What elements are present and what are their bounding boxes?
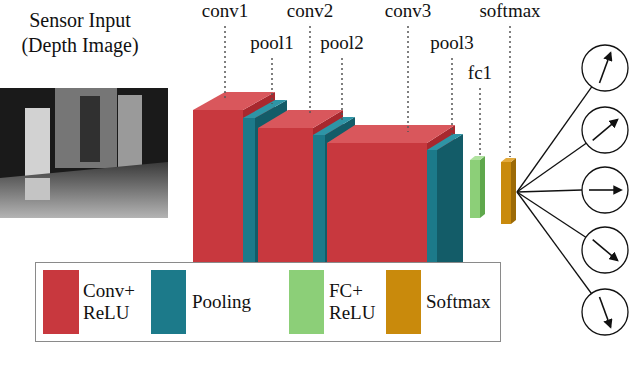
leader-line [509,26,511,157]
output-line [517,87,592,294]
softmax-block [501,162,511,224]
legend-box: Conv+ ReLU Pooling FC+ ReLU Softmax [35,262,501,342]
softmax-block [501,158,516,162]
fc-block [470,160,480,218]
depth-image [80,96,100,162]
depth-image [0,88,168,218]
legend-label: Softmax [426,291,490,313]
output-circle [582,167,628,213]
layer-name: conv2 [287,0,333,22]
fc-block [480,156,485,218]
depth-image [0,88,168,218]
input-caption: Sensor Input (Depth Image) [10,8,150,58]
legend-swatch [43,270,79,334]
leader-line [407,26,409,132]
depth-image [118,95,142,169]
output-circle [582,107,628,153]
output-line [517,190,582,192]
softmax-block [511,158,516,224]
direction-arrow [600,53,611,83]
legend-label: Conv+ ReLU [83,280,141,324]
legend-swatch [151,270,186,334]
layer-name: conv3 [385,0,431,22]
legend-label: FC+ ReLU [329,280,379,324]
output-line [517,143,586,192]
conv-block [327,125,455,143]
leader-line [224,26,226,98]
output-line [517,192,591,294]
leader-line [309,26,311,116]
output-circle [582,45,628,335]
leader-line [271,58,273,104]
layer-name: pool2 [320,32,363,54]
direction-arrow [593,120,618,141]
depth-image [0,162,168,218]
fc-block [470,156,485,218]
layer-name: pool1 [250,32,293,54]
output-circle [582,289,628,335]
conv-block [327,143,427,273]
pool-block [313,135,325,280]
direction-arrow [589,189,621,191]
depth-image [25,178,50,200]
output-circle [582,227,628,273]
leader-line [341,58,343,120]
direction-arrow [589,53,621,327]
legend-label: Pooling [192,291,251,313]
direction-arrow [593,240,618,261]
legend-swatch [289,270,324,334]
pool-block [437,134,463,280]
depth-image [55,88,117,168]
layer-name: pool3 [430,32,473,54]
layer-name: conv1 [202,0,248,22]
leader-line [479,88,481,156]
softmax-block [501,158,516,224]
legend-swatch [386,270,421,334]
fc-block [470,156,485,160]
direction-arrow [600,297,611,327]
leader-line [225,26,510,157]
layer-name: fc1 [468,62,492,84]
leader-line [451,58,453,138]
pool-block [427,150,437,280]
pool-block [427,134,463,280]
layer-name: softmax [479,0,540,22]
output-circle [582,45,628,91]
output-line [517,87,592,192]
depth-image [25,108,50,200]
pool-block [427,134,463,150]
output-line [517,192,586,237]
